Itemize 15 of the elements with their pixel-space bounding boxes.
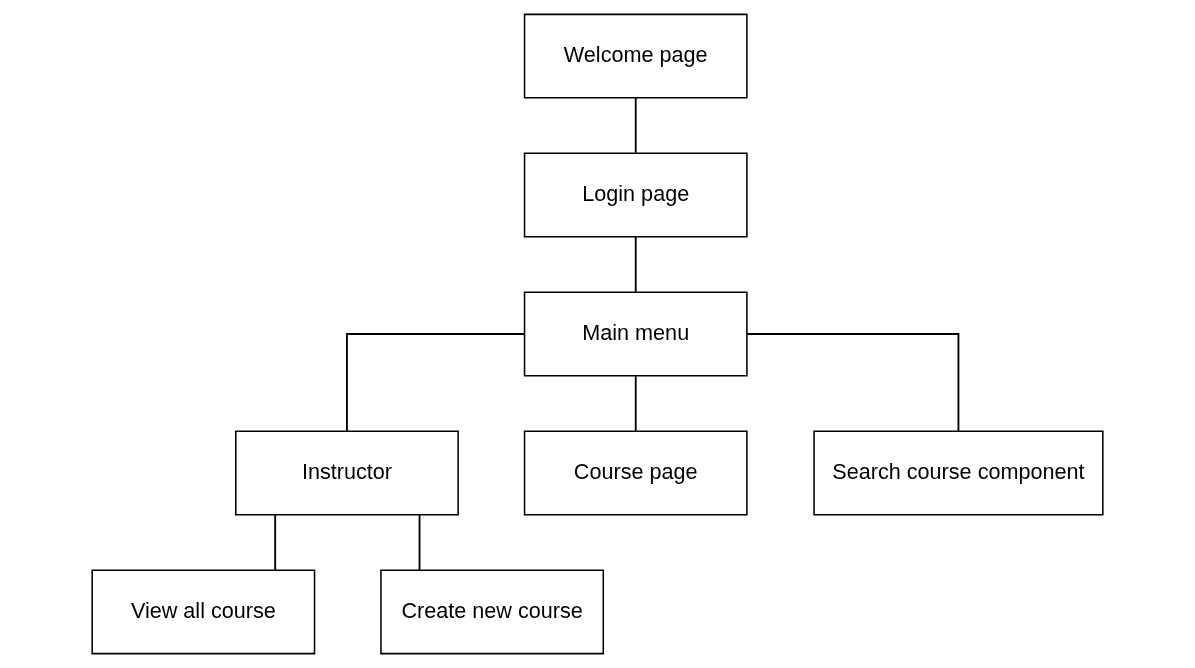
connector xyxy=(634,96,637,154)
node-box: Course page xyxy=(523,430,748,516)
node-box: View all course xyxy=(91,569,316,655)
node-box: Welcome page xyxy=(523,13,748,99)
node-box: Instructor xyxy=(235,430,459,516)
connector xyxy=(634,235,637,293)
node-box: Create new course xyxy=(380,569,605,655)
node-box: Main menu xyxy=(523,291,748,377)
connector xyxy=(346,333,526,433)
connector xyxy=(418,513,421,571)
node-box: Login page xyxy=(523,152,748,238)
node-box: Search course component xyxy=(813,430,1104,516)
connector xyxy=(746,333,960,433)
connector xyxy=(274,513,277,571)
connector xyxy=(634,374,637,432)
